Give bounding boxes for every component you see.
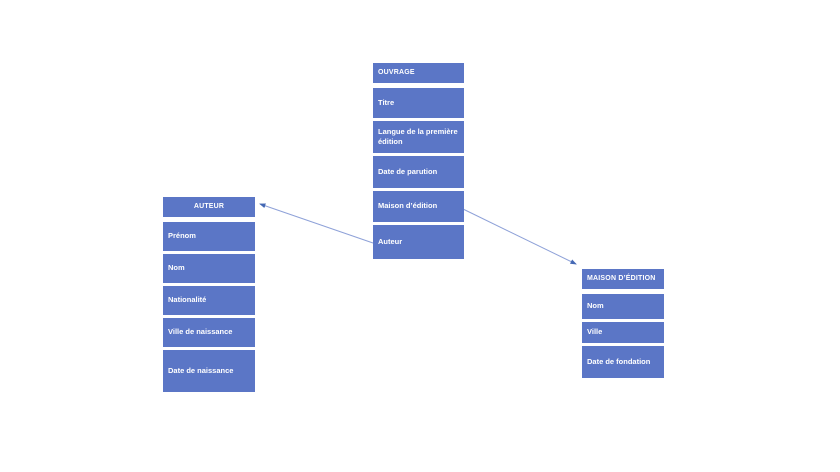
auteur-field-prenom[interactable]: Prénom [163,222,255,251]
ouvrage-field-langue-premiere-edition[interactable]: Langue de la première édition [373,121,464,153]
maison-field-date-de-fondation[interactable]: Date de fondation [582,346,664,378]
ouvrage-header[interactable]: OUVRAGE [373,63,464,83]
ouvrage-field-titre[interactable]: Titre [373,88,464,118]
entity-maison-edition: MAISON D’ÉDITION Nom Ville Date de fonda… [582,269,664,378]
connector-ouvrage-auteur[interactable] [259,203,374,244]
ouvrage-field-auteur[interactable]: Auteur [373,225,464,259]
maison-edition-header[interactable]: MAISON D’ÉDITION [582,269,664,289]
auteur-header[interactable]: AUTEUR [163,197,255,217]
entity-ouvrage: OUVRAGE Titre Langue de la première édit… [373,63,464,259]
auteur-field-nationalite[interactable]: Nationalité [163,286,255,315]
ouvrage-field-maison-edition[interactable]: Maison d’édition [373,191,464,222]
auteur-field-ville-de-naissance[interactable]: Ville de naissance [163,318,255,347]
connector-ouvrage-maison[interactable] [462,208,577,265]
ouvrage-field-date-de-parution[interactable]: Date de parution [373,156,464,188]
auteur-field-date-de-naissance[interactable]: Date de naissance [163,350,255,392]
auteur-field-nom[interactable]: Nom [163,254,255,283]
maison-field-ville[interactable]: Ville [582,322,664,343]
maison-field-nom[interactable]: Nom [582,294,664,319]
entity-auteur: AUTEUR Prénom Nom Nationalité Ville de n… [163,197,255,392]
